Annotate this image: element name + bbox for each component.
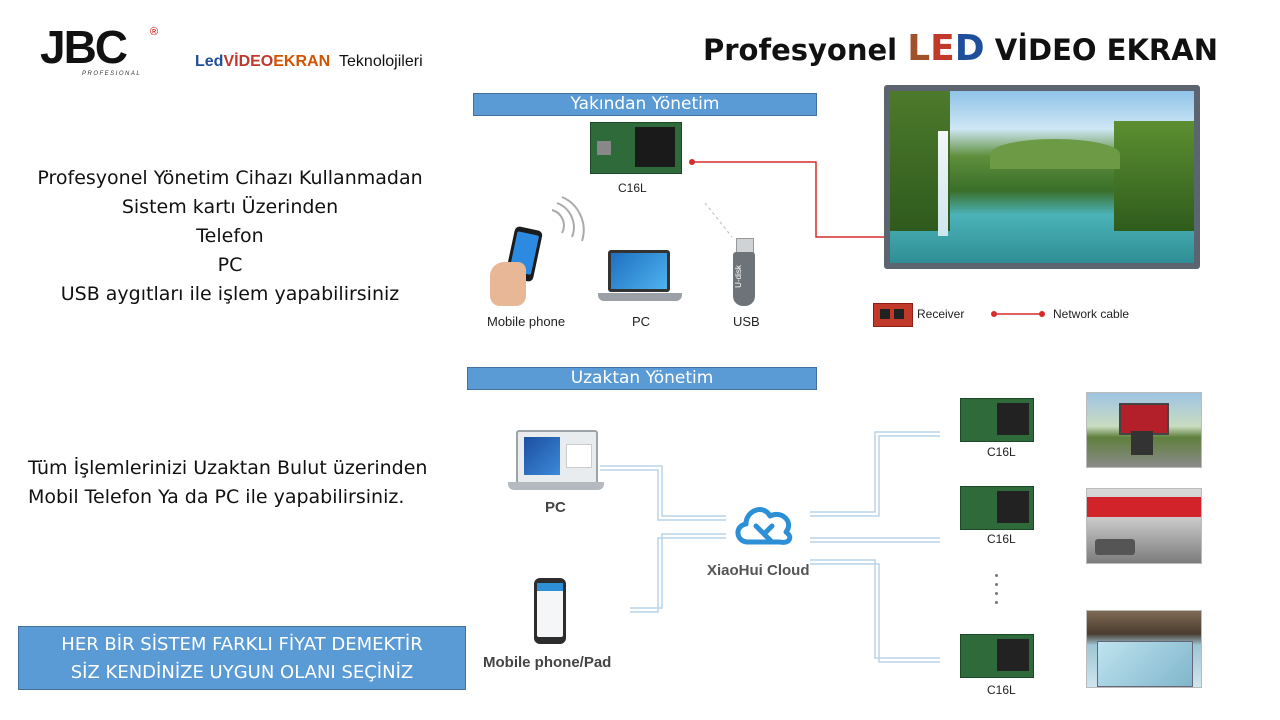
more-controllers-dots	[995, 574, 999, 614]
network-cable-legend-label: Network cable	[1053, 307, 1130, 321]
tagline: LedVİDEOEKRAN Teknolojileri	[195, 53, 423, 71]
title-post: VİDEO EKRAN	[994, 33, 1218, 67]
remote-pc-label: PC	[545, 499, 566, 516]
near-desc-line: Telefon	[196, 225, 264, 247]
title-pre: Profesyonel	[703, 33, 898, 67]
remote-controller-label: C16L	[987, 683, 1016, 697]
remote-controller-board	[960, 486, 1034, 530]
remote-controller-board	[960, 398, 1034, 442]
pc-laptop-image	[598, 250, 684, 306]
shop-window-photo	[1086, 610, 1202, 688]
led-video-screen	[884, 85, 1200, 269]
pc-label: PC	[632, 314, 651, 329]
price-note-line: HER BİR SİSTEM FARKLI FİYAT DEMEKTİR	[61, 634, 423, 655]
receiver-legend-label: Receiver	[917, 307, 965, 321]
usb-disk-image: U-disk	[731, 238, 759, 308]
outdoor-sign-photo	[1086, 392, 1202, 468]
remote-controller-label: C16L	[987, 445, 1016, 459]
mobile-phone-image	[484, 225, 550, 308]
title-led-e: E	[930, 28, 955, 69]
tagline-ekran: EKRAN	[273, 53, 331, 70]
near-desc-line: Profesyonel Yönetim Cihazı Kullanmadan	[37, 167, 423, 189]
xiaohui-cloud-icon	[735, 507, 793, 545]
remote-management-bar: Uzaktan Yönetim	[467, 367, 817, 390]
price-note-box: HER BİR SİSTEM FARKLI FİYAT DEMEKTİR SİZ…	[18, 626, 466, 690]
near-management-bar: Yakından Yönetim	[473, 93, 817, 116]
landscape-waterfall-image	[890, 91, 1194, 263]
remote-desc-line: Mobil Telefon Ya da PC ile yapabilirsini…	[28, 486, 405, 508]
title-led-d: D	[954, 28, 985, 69]
network-cable-legend-icon	[991, 311, 1045, 317]
jbc-logo: JBC ® PROFESIONAL	[40, 24, 165, 82]
near-description: Profesyonel Yönetim Cihazı Kullanmadan S…	[20, 164, 440, 309]
usb-brand-text: U-disk	[733, 265, 743, 288]
page-title: Profesyonel LED VİDEO EKRAN	[703, 28, 1218, 69]
remote-mobile-label: Mobile phone/Pad	[483, 654, 612, 671]
near-desc-line: USB aygıtları ile işlem yapabilirsiniz	[60, 283, 400, 305]
remote-controller-board	[960, 634, 1034, 678]
near-desc-line: Sistem kartı Üzerinden	[121, 196, 339, 218]
title-led-l: L	[907, 28, 931, 69]
near-connection-lines	[551, 159, 886, 242]
usb-label: USB	[733, 314, 760, 329]
logo-text: JBC	[40, 21, 128, 73]
mobile-phone-label: Mobile phone	[487, 314, 566, 329]
registered-mark: ®	[150, 26, 159, 38]
tagline-teknolojileri: Teknolojileri	[339, 53, 423, 70]
remote-controller-label: C16L	[987, 532, 1016, 546]
cloud-label: XiaoHui Cloud	[707, 562, 810, 579]
price-note-line: SİZ KENDİNİZE UYGUN OLANI SEÇİNİZ	[70, 662, 414, 683]
remote-desc-line: Tüm İşlemlerinizi Uzaktan Bulut üzerinde…	[28, 457, 428, 479]
tagline-video: VİDEO	[223, 53, 274, 70]
storefront-banner-photo	[1086, 488, 1202, 564]
controller-label: C16L	[618, 181, 647, 195]
remote-pc-laptop-image	[508, 430, 604, 492]
tagline-led: Led	[195, 53, 224, 70]
remote-connection-lines	[600, 431, 940, 663]
near-desc-line: PC	[217, 254, 243, 276]
remote-mobile-image	[534, 578, 566, 644]
c16l-controller-board	[590, 122, 682, 174]
logo-subtitle: PROFESIONAL	[82, 71, 142, 77]
remote-description: Tüm İşlemlerinizi Uzaktan Bulut üzerinde…	[28, 454, 468, 512]
receiver-card-icon	[873, 303, 913, 327]
